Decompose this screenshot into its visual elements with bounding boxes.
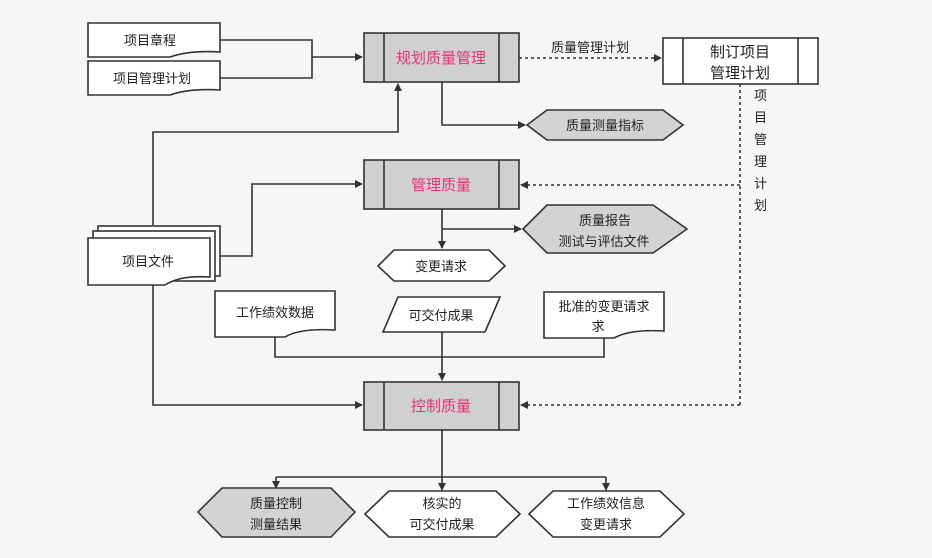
svg-text:工作绩效数据: 工作绩效数据 [236,306,314,321]
svg-text:工作绩效信息: 工作绩效信息 [567,496,645,512]
output-quality-reports: 质量报告 测试与评估文件 [521,204,689,254]
svg-text:质量测量指标: 质量测量指标 [566,119,644,134]
process-manage-quality: 管理质量 [363,159,520,210]
output-quality-metrics: 质量测量指标 [525,109,685,141]
output-quality-control-measurements: 质量控制 测量结果 [196,487,357,538]
label-project-management-plan-vertical: 项 目 管 理 计 划 [754,89,767,214]
svg-text:计: 计 [754,177,767,192]
deliverables-parallelogram: 可交付成果 [381,296,502,333]
output-change-requests: 变更请求 [376,249,507,282]
svg-text:项目管理计划: 项目管理计划 [113,72,191,87]
svg-text:批准的变更请求: 批准的变更请求 [558,299,649,315]
doc-work-performance-data: 工作绩效数据 [214,290,336,338]
svg-text:制订项目: 制订项目 [710,43,770,61]
svg-text:项: 项 [754,89,767,104]
doc-project-documents: 项目文件 [87,225,221,286]
svg-text:变更请求: 变更请求 [580,517,632,533]
svg-text:项目文件: 项目文件 [122,255,174,270]
svg-text:可交付成果: 可交付成果 [409,517,474,533]
process-plan-quality-management: 规划质量管理 [363,32,520,83]
connectors [152,39,741,491]
svg-text:项目章程: 项目章程 [124,33,176,49]
doc-project-charter: 项目章程 [87,22,221,58]
svg-text:控制质量: 控制质量 [411,397,471,415]
svg-text:目: 目 [754,111,767,126]
output-verified-deliverables: 核实的 可交付成果 [363,490,522,538]
svg-text:质量控制: 质量控制 [250,497,302,512]
svg-text:规划质量管理: 规划质量管理 [396,49,486,67]
svg-text:管理质量: 管理质量 [411,176,471,194]
doc-project-management-plan: 项目管理计划 [87,60,221,96]
svg-text:划: 划 [754,199,767,214]
svg-text:测试与评估文件: 测试与评估文件 [558,235,649,250]
svg-text:管理计划: 管理计划 [710,64,770,82]
svg-text:理: 理 [754,155,767,170]
svg-text:核实的: 核实的 [422,496,461,512]
svg-text:求: 求 [591,320,604,335]
svg-text:测量结果: 测量结果 [250,518,302,533]
svg-text:变更请求: 变更请求 [415,259,467,275]
svg-text:质量报告: 质量报告 [579,214,631,229]
process-control-quality: 控制质量 [363,381,520,431]
output-work-performance-information: 工作绩效信息 变更请求 [527,490,686,538]
label-quality-management-plan: 质量管理计划 [551,41,629,56]
svg-text:管: 管 [754,133,767,148]
doc-approved-change-requests: 批准的变更请求 求 [543,291,665,339]
svg-text:可交付成果: 可交付成果 [408,308,473,324]
process-develop-project-management-plan: 制订项目 管理计划 [662,37,819,85]
